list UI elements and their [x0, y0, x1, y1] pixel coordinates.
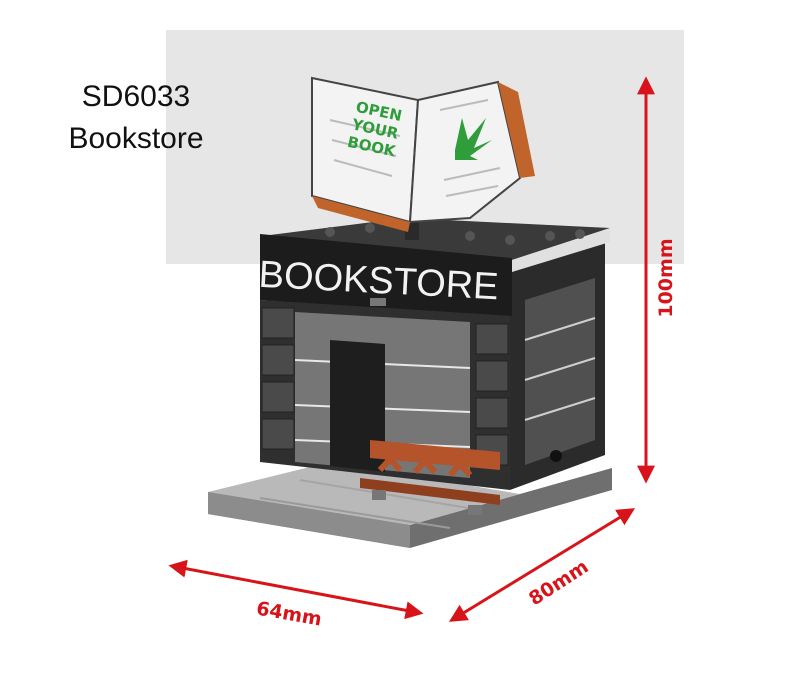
product-name: Bookstore: [68, 122, 204, 155]
leaf-icon: [455, 118, 492, 160]
depth-arrow: [448, 508, 636, 622]
building-side-wall: [510, 240, 605, 490]
product-title: SD6033 Bookstore: [66, 76, 206, 160]
building-front-facade: [260, 300, 510, 490]
width-label: 64mm: [255, 598, 324, 631]
product-code: SD6033: [81, 80, 191, 113]
building-roof: [262, 218, 610, 272]
open-book-decoration: OPEN YOUR BOOK: [311, 76, 535, 240]
depth-label: 80mm: [525, 556, 592, 610]
width-arrow: [168, 559, 424, 620]
height-label: 100mm: [655, 238, 677, 317]
base-plate: [208, 462, 612, 548]
bookstore-sign: BOOKSTORE: [258, 234, 512, 316]
